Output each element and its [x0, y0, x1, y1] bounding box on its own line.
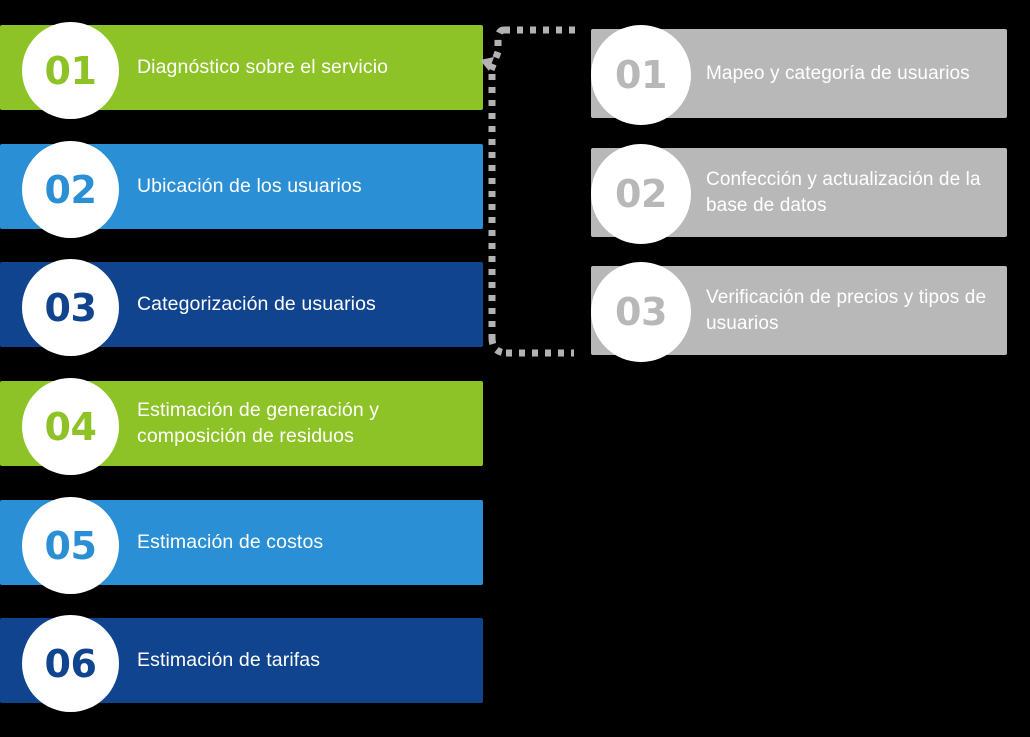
step-label: Estimación de costos [137, 530, 324, 553]
step-number-circle[interactable]: 01 [22, 22, 119, 119]
step-label: Mapeo y categoría de usuarios [706, 62, 970, 84]
step-number-circle[interactable]: 03 [22, 259, 119, 356]
step-number: 03 [44, 285, 97, 330]
connector-arrow-stem [487, 50, 502, 72]
dotted-bracket-connector [478, 8, 598, 378]
step-number-circle[interactable]: 02 [22, 141, 119, 238]
step-number: 01 [615, 53, 667, 97]
step-label: Estimación de generación y composición d… [137, 398, 380, 447]
connector-svg [480, 26, 578, 357]
connector-top-corner [494, 26, 505, 52]
step-number-circle[interactable]: 04 [22, 378, 119, 475]
step-number: 04 [44, 404, 97, 449]
step-number-circle[interactable]: 06 [22, 615, 119, 712]
connector-arrow-head [480, 57, 494, 71]
step-number: 01 [44, 48, 97, 93]
step-label: Ubicación de los usuarios [137, 174, 362, 197]
step-number: 05 [44, 523, 97, 568]
step-number-circle[interactable]: 02 [591, 144, 691, 244]
step-number: 02 [44, 167, 97, 212]
step-number-circle[interactable]: 05 [22, 497, 119, 594]
step-label: Categorización de usuarios [137, 292, 376, 315]
step-number: 06 [44, 641, 97, 686]
step-label: Diagnóstico sobre el servicio [137, 55, 389, 78]
step-number: 03 [615, 290, 667, 334]
step-label: Estimación de tarifas [137, 648, 321, 671]
step-number: 02 [615, 172, 667, 216]
step-number-circle[interactable]: 03 [591, 262, 691, 362]
step-label: Confección y actualización de la base de… [706, 169, 981, 216]
step-number-circle[interactable]: 01 [591, 25, 691, 125]
connector-bottom-corner [488, 337, 507, 357]
step-label: Verificación de precios y tipos de usuar… [706, 287, 987, 334]
